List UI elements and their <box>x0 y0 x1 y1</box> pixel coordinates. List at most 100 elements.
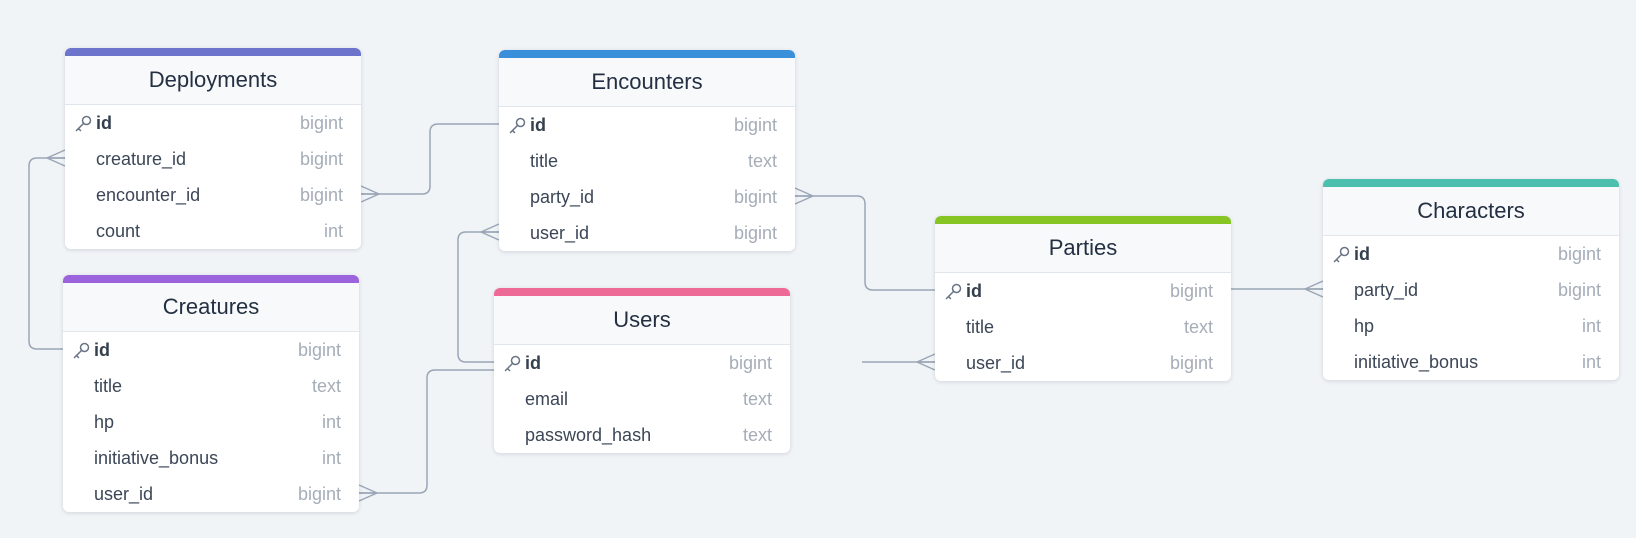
edge-parties-users <box>862 353 936 371</box>
key-icon <box>945 281 966 301</box>
field-row-id[interactable]: id bigint <box>499 107 795 143</box>
field-row-id[interactable]: id bigint <box>935 273 1231 309</box>
field-type: text <box>1183 316 1213 337</box>
field-type: bigint <box>728 352 772 373</box>
field-name: count <box>96 220 141 241</box>
field-type: bigint <box>733 186 777 207</box>
field-name: id <box>1354 243 1370 264</box>
table-header[interactable]: Encounters <box>499 50 795 107</box>
field-type: bigint <box>1169 352 1213 373</box>
field-row-count[interactable]: count int <box>65 213 361 249</box>
field-row-user-id[interactable]: user_id bigint <box>499 215 795 251</box>
field-name: user_id <box>966 352 1026 373</box>
field-name: id <box>530 114 546 135</box>
key-slot-empty <box>509 223 530 243</box>
field-type: int <box>321 411 341 432</box>
table-header[interactable]: Deployments <box>65 48 361 105</box>
key-slot-empty <box>1333 316 1354 336</box>
field-type: bigint <box>1557 243 1601 264</box>
field-row-id[interactable]: id bigint <box>494 345 790 381</box>
key-slot-empty <box>1333 352 1354 372</box>
field-name: title <box>530 150 559 171</box>
field-type: bigint <box>299 184 343 205</box>
field-type: bigint <box>297 483 341 504</box>
key-icon <box>509 115 530 135</box>
key-slot-empty <box>75 221 96 241</box>
field-type: int <box>323 220 343 241</box>
field-name: initiative_bonus <box>1354 351 1479 372</box>
field-type: int <box>321 447 341 468</box>
edge-encounters-parties <box>794 187 935 291</box>
field-name: user_id <box>530 222 590 243</box>
field-type: text <box>747 150 777 171</box>
key-slot-empty <box>504 425 525 445</box>
key-slot-empty <box>509 187 530 207</box>
edge-deployments-creatures <box>28 149 66 350</box>
table-title: Deployments <box>148 67 278 92</box>
key-slot-empty <box>73 448 94 468</box>
field-row-user-id[interactable]: user_id bigint <box>63 476 359 512</box>
key-slot-empty <box>75 185 96 205</box>
field-type: text <box>742 424 772 445</box>
field-row-email[interactable]: email text <box>494 381 790 417</box>
table-title: Parties <box>1048 235 1118 260</box>
table-header[interactable]: Characters <box>1323 179 1619 236</box>
field-name: user_id <box>94 483 154 504</box>
field-row-hp[interactable]: hp int <box>63 404 359 440</box>
key-slot-empty <box>1333 280 1354 300</box>
field-type: bigint <box>297 339 341 360</box>
edge-encounters-users <box>457 223 500 363</box>
field-name: email <box>525 388 569 409</box>
key-icon <box>1333 244 1354 264</box>
key-slot-empty <box>509 151 530 171</box>
field-row-id[interactable]: id bigint <box>1323 236 1619 272</box>
field-type: bigint <box>733 114 777 135</box>
field-name: id <box>525 352 541 373</box>
key-slot-empty <box>73 376 94 396</box>
field-type: text <box>742 388 772 409</box>
table-header[interactable]: Creatures <box>63 275 359 332</box>
edge-characters-parties <box>1231 280 1324 298</box>
field-row-title[interactable]: title text <box>499 143 795 179</box>
field-row-initiative-bonus[interactable]: initiative_bonus int <box>63 440 359 476</box>
field-name: title <box>94 375 123 396</box>
key-slot-empty <box>75 149 96 169</box>
field-type: bigint <box>1169 280 1213 301</box>
field-name: initiative_bonus <box>94 447 219 468</box>
field-name: creature_id <box>96 148 187 169</box>
table-header[interactable]: Users <box>494 288 790 345</box>
field-type: bigint <box>299 148 343 169</box>
field-name: hp <box>94 411 115 432</box>
field-name: id <box>966 280 982 301</box>
field-type: bigint <box>1557 279 1601 300</box>
field-name: hp <box>1354 315 1375 336</box>
field-row-creature-id[interactable]: creature_id bigint <box>65 141 361 177</box>
table-header[interactable]: Parties <box>935 216 1231 273</box>
table-title: Users <box>613 307 671 332</box>
key-slot-empty <box>504 389 525 409</box>
edge-creatures-users <box>358 369 494 502</box>
field-row-user-id[interactable]: user_id bigint <box>935 345 1231 381</box>
field-type: bigint <box>733 222 777 243</box>
